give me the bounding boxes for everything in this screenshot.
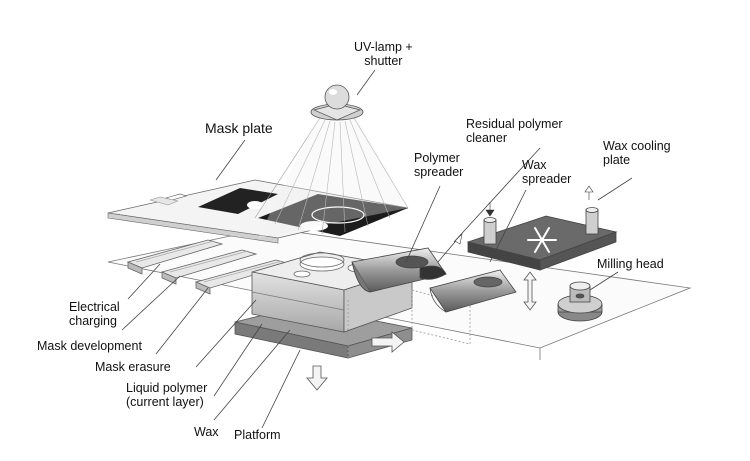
label-platform: Platform — [234, 428, 281, 442]
uv-lamp-icon — [310, 84, 364, 121]
label-wax-cooling-line1: Wax cooling — [603, 139, 671, 153]
label-mask-development: Mask development — [37, 339, 142, 353]
label-wax-cooling-line2: plate — [603, 153, 631, 167]
uv-beam — [254, 117, 409, 235]
label-residual-line2: cleaner — [466, 131, 507, 145]
label-liquid-line2: (current layer) — [126, 395, 204, 409]
label-electrical-line2: charging — [69, 314, 117, 328]
label-mask-plate: Mask plate — [205, 120, 273, 136]
label-wax-cooling-plate: Wax cooling plate — [603, 139, 671, 167]
label-liquid-polymer: Liquid polymer (current layer) — [126, 381, 207, 409]
label-polymer-line2: spreader — [414, 165, 464, 179]
label-residual-line1: Residual polymer — [466, 117, 563, 131]
label-wax-line1: Wax — [522, 158, 547, 172]
label-uv-lamp: UV-lamp + shutter — [354, 40, 413, 68]
label-wax: Wax — [194, 425, 219, 439]
label-uv-lamp-line1: UV-lamp + — [354, 40, 413, 54]
label-polymer-spreader: Polymer spreader — [414, 151, 463, 179]
snowflake-icon — [527, 227, 557, 253]
mask-processing-rails — [126, 239, 292, 295]
milling-head-icon — [557, 281, 603, 322]
move-arrows-icon — [306, 271, 537, 391]
label-residual-cleaner: Residual polymer cleaner — [466, 117, 563, 145]
mask-pattern-dark-2 — [258, 194, 408, 236]
leader-lines — [121, 139, 633, 429]
label-liquid-line1: Liquid polymer — [126, 381, 208, 395]
label-electrical-line1: Electrical — [69, 300, 120, 314]
label-polymer-line1: Polymer — [414, 151, 460, 165]
label-wax-spreader: Wax spreader — [522, 158, 571, 186]
polymer-spreader — [351, 247, 447, 293]
label-electrical-charging: Electrical charging — [69, 300, 120, 328]
wax-cooling-plate — [466, 207, 618, 271]
wax-spreader — [429, 269, 517, 313]
label-mask-erasure: Mask erasure — [95, 360, 171, 374]
label-milling-head: Milling head — [597, 257, 664, 271]
mask-pattern-dark-1 — [198, 188, 278, 214]
label-wax-line2: spreader — [522, 172, 572, 186]
label-uv-lamp-line2: shutter — [364, 54, 403, 68]
